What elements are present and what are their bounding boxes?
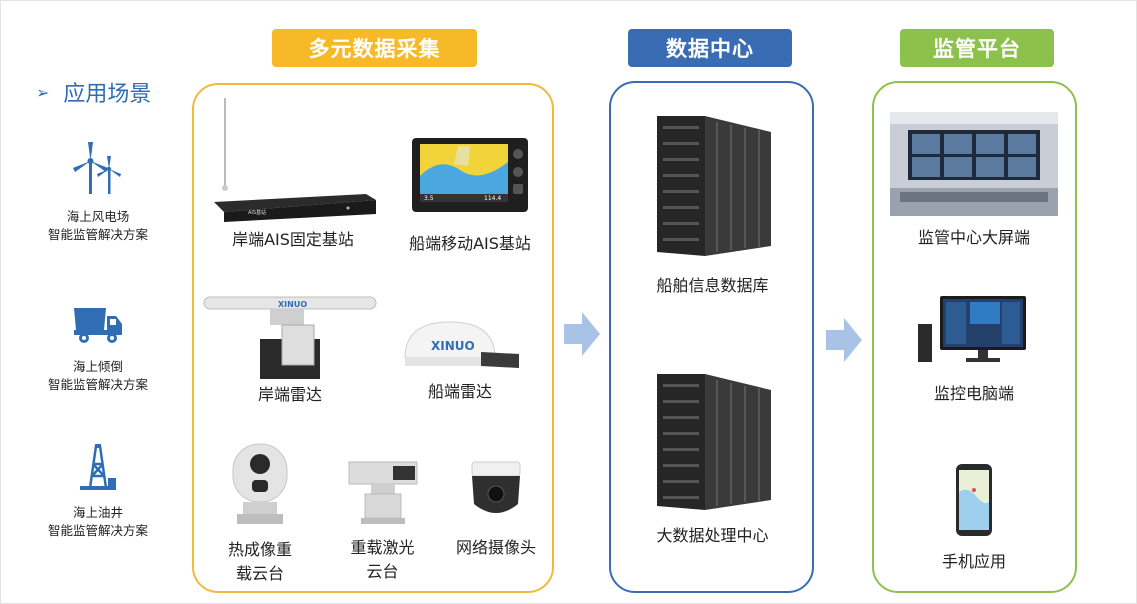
ship-info-database: 船舶信息数据库	[620, 112, 805, 298]
item-label-line1: 重载激光	[350, 538, 415, 557]
server-rack-icon	[656, 374, 771, 510]
desktop-computer-icon	[918, 296, 1026, 362]
scenario-ocean-dumping: 海上倾倒 智能监管解决方案	[18, 302, 178, 394]
flow-arrow-icon	[826, 318, 862, 362]
video-wall: 监管中心大屏端	[884, 112, 1064, 250]
datacenter-box	[609, 81, 814, 593]
platform-box	[872, 81, 1077, 593]
item-label-line2: 云台	[366, 562, 399, 581]
big-data-center: 大数据处理中心	[620, 370, 805, 548]
shore-ais-station: AIS基站 岸端AIS固定基站	[208, 94, 378, 252]
shore-radar-icon: XINUO	[203, 296, 377, 379]
item-label: 岸端雷达	[257, 385, 322, 404]
network-camera: 网络摄像头	[446, 460, 546, 560]
item-label: 网络摄像头	[455, 538, 536, 557]
scenario-line1: 海上风电场	[66, 209, 130, 224]
scenario-line2: 智能监管解决方案	[47, 523, 148, 538]
video-wall-room-icon	[890, 112, 1058, 216]
server-rack-icon	[656, 116, 771, 256]
wind-turbine-icon	[73, 142, 121, 194]
triangle-arrow-icon: ➢	[36, 82, 50, 102]
shore-radar: XINUO 岸端雷达	[200, 293, 380, 407]
item-label: 船舶信息数据库	[656, 276, 769, 295]
collection-box	[192, 83, 554, 593]
ship-radar-dome-icon: XINUO	[404, 321, 519, 368]
scenario-wind-farm: 海上风电场 智能监管解决方案	[18, 140, 178, 244]
laser-camera-icon	[348, 461, 417, 524]
thermal-camera-icon	[232, 443, 288, 524]
item-label: 监管中心大屏端	[917, 228, 1030, 247]
smartphone-icon	[956, 464, 992, 536]
item-label: 岸端AIS固定基站	[232, 230, 354, 249]
laser-ptz: 重载激光 云台	[330, 458, 435, 584]
item-label: 船端移动AIS基站	[409, 234, 531, 253]
scenario-line2: 智能监管解决方案	[47, 227, 148, 242]
scenario-oil-well: 海上油井 智能监管解决方案	[18, 442, 178, 540]
datacenter-header: 数据中心	[628, 29, 792, 67]
scenario-line1: 海上油井	[72, 505, 123, 520]
scenario-line1: 海上倾倒	[72, 359, 123, 374]
item-label: 手机应用	[941, 552, 1006, 571]
scenarios-heading: ➢ 应用场景	[36, 76, 151, 108]
mobile-app: 手机应用	[884, 462, 1064, 574]
pc-client: 监控电脑端	[884, 294, 1064, 406]
platform-header: 监管平台	[900, 29, 1054, 67]
scenarios-title: 应用场景	[63, 82, 152, 107]
chart-right-value: 114.4	[484, 195, 501, 202]
dump-truck-icon	[74, 308, 122, 343]
ais-device-label: AIS基站	[248, 209, 266, 216]
chart-plotter-icon: 3.5 114.4	[412, 138, 528, 212]
dome-camera-icon	[471, 461, 521, 513]
item-label: 监控电脑端	[933, 384, 1014, 403]
flow-arrow-icon	[564, 312, 600, 356]
ship-ais-station: 3.5 114.4 船端移动AIS基站	[390, 136, 550, 256]
item-label: 船端雷达	[427, 382, 492, 401]
item-label-line1: 热成像重	[227, 540, 292, 559]
ais-rack-device-icon: AIS基站	[214, 98, 376, 222]
thermal-ptz: 热成像重 载云台	[210, 440, 310, 586]
item-label: 大数据处理中心	[656, 526, 769, 545]
scenario-line2: 智能监管解决方案	[47, 377, 148, 392]
radar-dome-brand: XINUO	[431, 339, 475, 353]
ship-radar: XINUO 船端雷达	[395, 318, 525, 404]
chart-left-value: 3.5	[424, 195, 434, 202]
collection-header: 多元数据采集	[272, 29, 477, 67]
item-label-line2: 载云台	[235, 564, 284, 583]
radar-brand: XINUO	[278, 300, 307, 309]
oil-rig-icon	[80, 444, 116, 490]
